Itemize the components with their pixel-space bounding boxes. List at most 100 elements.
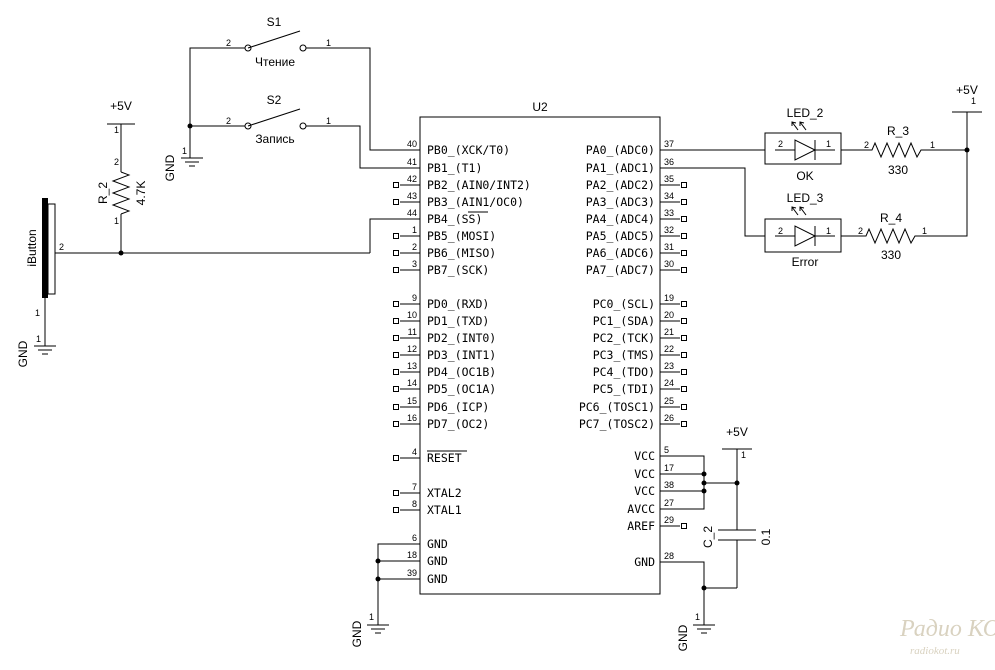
- switch-s2-contact-b: [299, 122, 307, 130]
- pin-end-marker: [393, 199, 399, 205]
- resistor-r4-ref: R_4: [880, 211, 902, 225]
- pin-number: 39: [407, 568, 417, 578]
- pin-number: 14: [407, 378, 417, 388]
- pin-label: PB0_(XCK/T0): [427, 143, 510, 157]
- pin-label: PB3_(AIN1/OC0): [427, 195, 524, 209]
- pin-number: 33: [664, 208, 674, 218]
- pin-label: PA5_(ADC5): [586, 229, 655, 243]
- pin-end-marker: [393, 267, 399, 273]
- resistor-r4-pin-b: 1: [922, 226, 927, 236]
- ibutton-pin-top: 2: [59, 242, 64, 252]
- switch-s1: S1 2 1 Чтение: [226, 15, 331, 69]
- pin-number: 16: [407, 413, 417, 423]
- pin-number: 11: [408, 327, 417, 337]
- pin-label: PD7_(OC2): [427, 417, 489, 431]
- pin-label: PC1_(SDA): [593, 314, 655, 328]
- pin-number: 28: [664, 551, 674, 561]
- led2-caption: OK: [796, 169, 813, 183]
- led3-ref: LED_3: [787, 191, 824, 205]
- pin-label: GND: [427, 554, 448, 568]
- pin-label: AVCC: [627, 502, 655, 516]
- mcu-right-pin: 28 GND: [634, 551, 680, 569]
- wire-s2-pb1: [306, 125, 400, 169]
- pin-label: PD1_(TXD): [427, 314, 489, 328]
- junction-gnd-right: [701, 585, 707, 591]
- capacitor-ref: C_2: [701, 526, 715, 548]
- led2-pin-b: 1: [826, 139, 831, 149]
- led2-ref: LED_2: [787, 106, 824, 120]
- pin-end-marker: [393, 421, 399, 427]
- pin-number: 27: [664, 498, 674, 508]
- switch-s1-caption: Чтение: [255, 55, 295, 69]
- pin-end-marker: [681, 182, 687, 188]
- pin-label: VCC: [634, 467, 655, 481]
- pin-end-marker: [393, 507, 399, 513]
- led3-caption: Error: [792, 255, 819, 269]
- ibutton-cap: [47, 203, 56, 295]
- pin-label: PC6_(TOSC1): [579, 400, 655, 414]
- led3-pin-a: 2: [778, 226, 783, 236]
- pin-end-marker: [393, 233, 399, 239]
- gnd-mcu-left-label: GND: [350, 620, 364, 647]
- led3-arrow-1: [791, 206, 799, 216]
- pin-label: GND: [634, 555, 655, 569]
- junction-switch-gnd: [187, 123, 193, 129]
- resistor-r4-value: 330: [881, 248, 901, 262]
- pin-end-marker: [681, 404, 687, 410]
- pin-end-marker: [393, 369, 399, 375]
- pin-end-marker: [393, 250, 399, 256]
- resistor-r4-zigzag: [841, 112, 968, 245]
- led2-arrowhead-2: [799, 121, 805, 126]
- gnd-switches: 1 GND: [163, 146, 203, 181]
- pin-number: 38: [664, 480, 674, 490]
- watermark-logo: Радио КОТ: [899, 616, 995, 642]
- mcu-right-pin: 17 VCC: [634, 463, 680, 481]
- pin-end-marker: [393, 386, 399, 392]
- resistor-r3-value: 330: [888, 163, 908, 177]
- mcu-right-pins: 37PA0_(ADC0)36PA1_(ADC1)35PA2_(ADC2)34PA…: [579, 139, 687, 569]
- led2-pin-a: 2: [778, 139, 783, 149]
- switch-s2: S2 2 1 Запись: [226, 93, 331, 146]
- gnd-switches-label: GND: [163, 154, 177, 181]
- resistor-r2-ref: R_2: [96, 182, 110, 204]
- pin-label: PB4_(SS): [427, 212, 482, 226]
- pin-label: PD5_(OC1A): [427, 382, 496, 396]
- mcu-right-pin: 38 VCC: [634, 480, 680, 498]
- pin-label: PA0_(ADC0): [586, 143, 655, 157]
- pin-label: PA2_(ADC2): [586, 178, 655, 192]
- led2-arrow-1: [791, 121, 799, 131]
- resistor-r2-value: 4.7K: [134, 181, 148, 206]
- pin-label: VCC: [634, 449, 655, 463]
- pin-number: 22: [664, 344, 674, 354]
- pin-number: 24: [664, 378, 674, 388]
- pin-number: 43: [407, 191, 417, 201]
- pin-number: 8: [412, 499, 417, 509]
- wire-gnd-left: [377, 543, 400, 625]
- led3-arrowhead-2: [799, 206, 805, 211]
- pin-number: 25: [664, 396, 674, 406]
- wire-s1-left: [189, 47, 245, 158]
- pin-number: 9: [412, 293, 417, 303]
- pin-number: 17: [664, 463, 674, 473]
- pin-label: VCC: [634, 484, 655, 498]
- resistor-r2-pin-b: 1: [114, 216, 119, 226]
- pin-end-marker: [681, 318, 687, 324]
- switch-s2-pin-b: 1: [326, 116, 331, 126]
- vcc-supply-pin: 1: [741, 450, 746, 460]
- pin-label: PC0_(SCL): [593, 297, 655, 311]
- gnd-ibutton-label: GND: [16, 340, 30, 367]
- gnd-mcu-left: 1 GND: [350, 543, 400, 647]
- led2-body: [764, 132, 842, 165]
